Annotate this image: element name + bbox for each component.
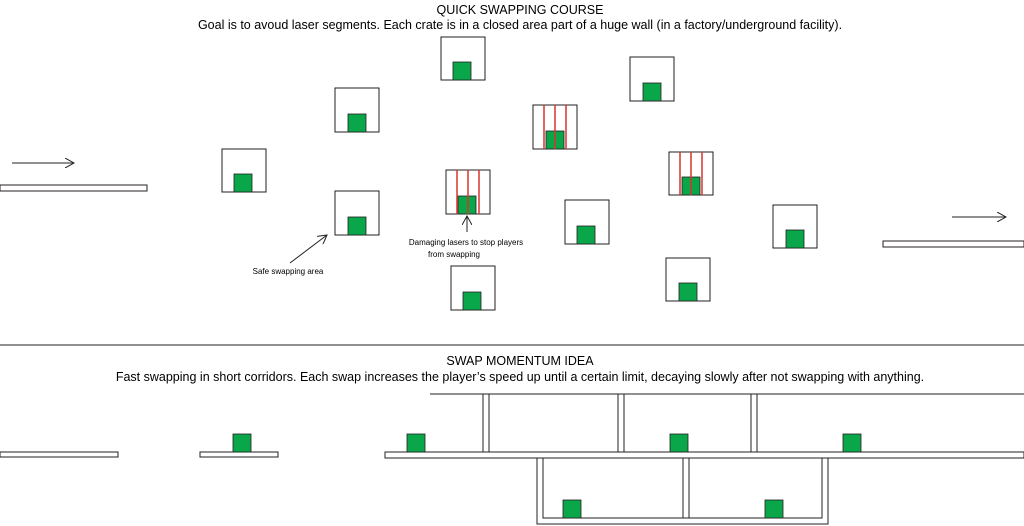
crate	[233, 173, 253, 193]
safe-box	[564, 199, 610, 245]
safe-box	[334, 190, 380, 236]
crate	[462, 291, 482, 311]
crate	[669, 433, 689, 453]
middle-platform	[199, 451, 279, 458]
crate	[452, 61, 472, 81]
main-corridor-floor	[384, 451, 1024, 459]
crate	[642, 82, 662, 102]
crate	[678, 282, 698, 302]
laser-box	[532, 104, 578, 150]
crate	[457, 195, 477, 215]
laser-box	[668, 151, 714, 196]
crate	[232, 433, 252, 453]
corridor-structure	[430, 393, 1024, 525]
section1-subtitle: Goal is to avoud laser segments. Each cr…	[198, 18, 842, 32]
laser-box	[445, 169, 491, 215]
left-platform	[0, 451, 119, 458]
safe-area-pointer-arrow	[289, 235, 327, 264]
section2-title: SWAP MOMENTUM IDEA	[446, 354, 594, 368]
crate	[842, 433, 862, 453]
crate	[347, 216, 367, 236]
safe-box	[334, 87, 380, 133]
end-platform	[882, 240, 1024, 248]
safe-box	[629, 56, 675, 102]
safe-box	[221, 148, 267, 193]
safe-box	[450, 265, 496, 311]
crate	[576, 225, 596, 245]
safe-area-label: Safe swapping area	[253, 267, 324, 276]
crate	[406, 433, 426, 453]
safe-box	[440, 36, 486, 81]
safe-box	[665, 257, 711, 302]
lasers-label-line2: from swapping	[428, 250, 480, 259]
safe-box	[772, 204, 818, 249]
crate	[785, 229, 805, 249]
section2-subtitle: Fast swapping in short corridors. Each s…	[116, 370, 924, 384]
lasers-label-line1: Damaging lasers to stop players	[409, 238, 523, 247]
crate	[764, 499, 784, 519]
crate	[562, 499, 582, 519]
section1-title: QUICK SWAPPING COURSE	[437, 3, 604, 17]
crate	[347, 113, 367, 133]
start-platform	[0, 184, 148, 192]
